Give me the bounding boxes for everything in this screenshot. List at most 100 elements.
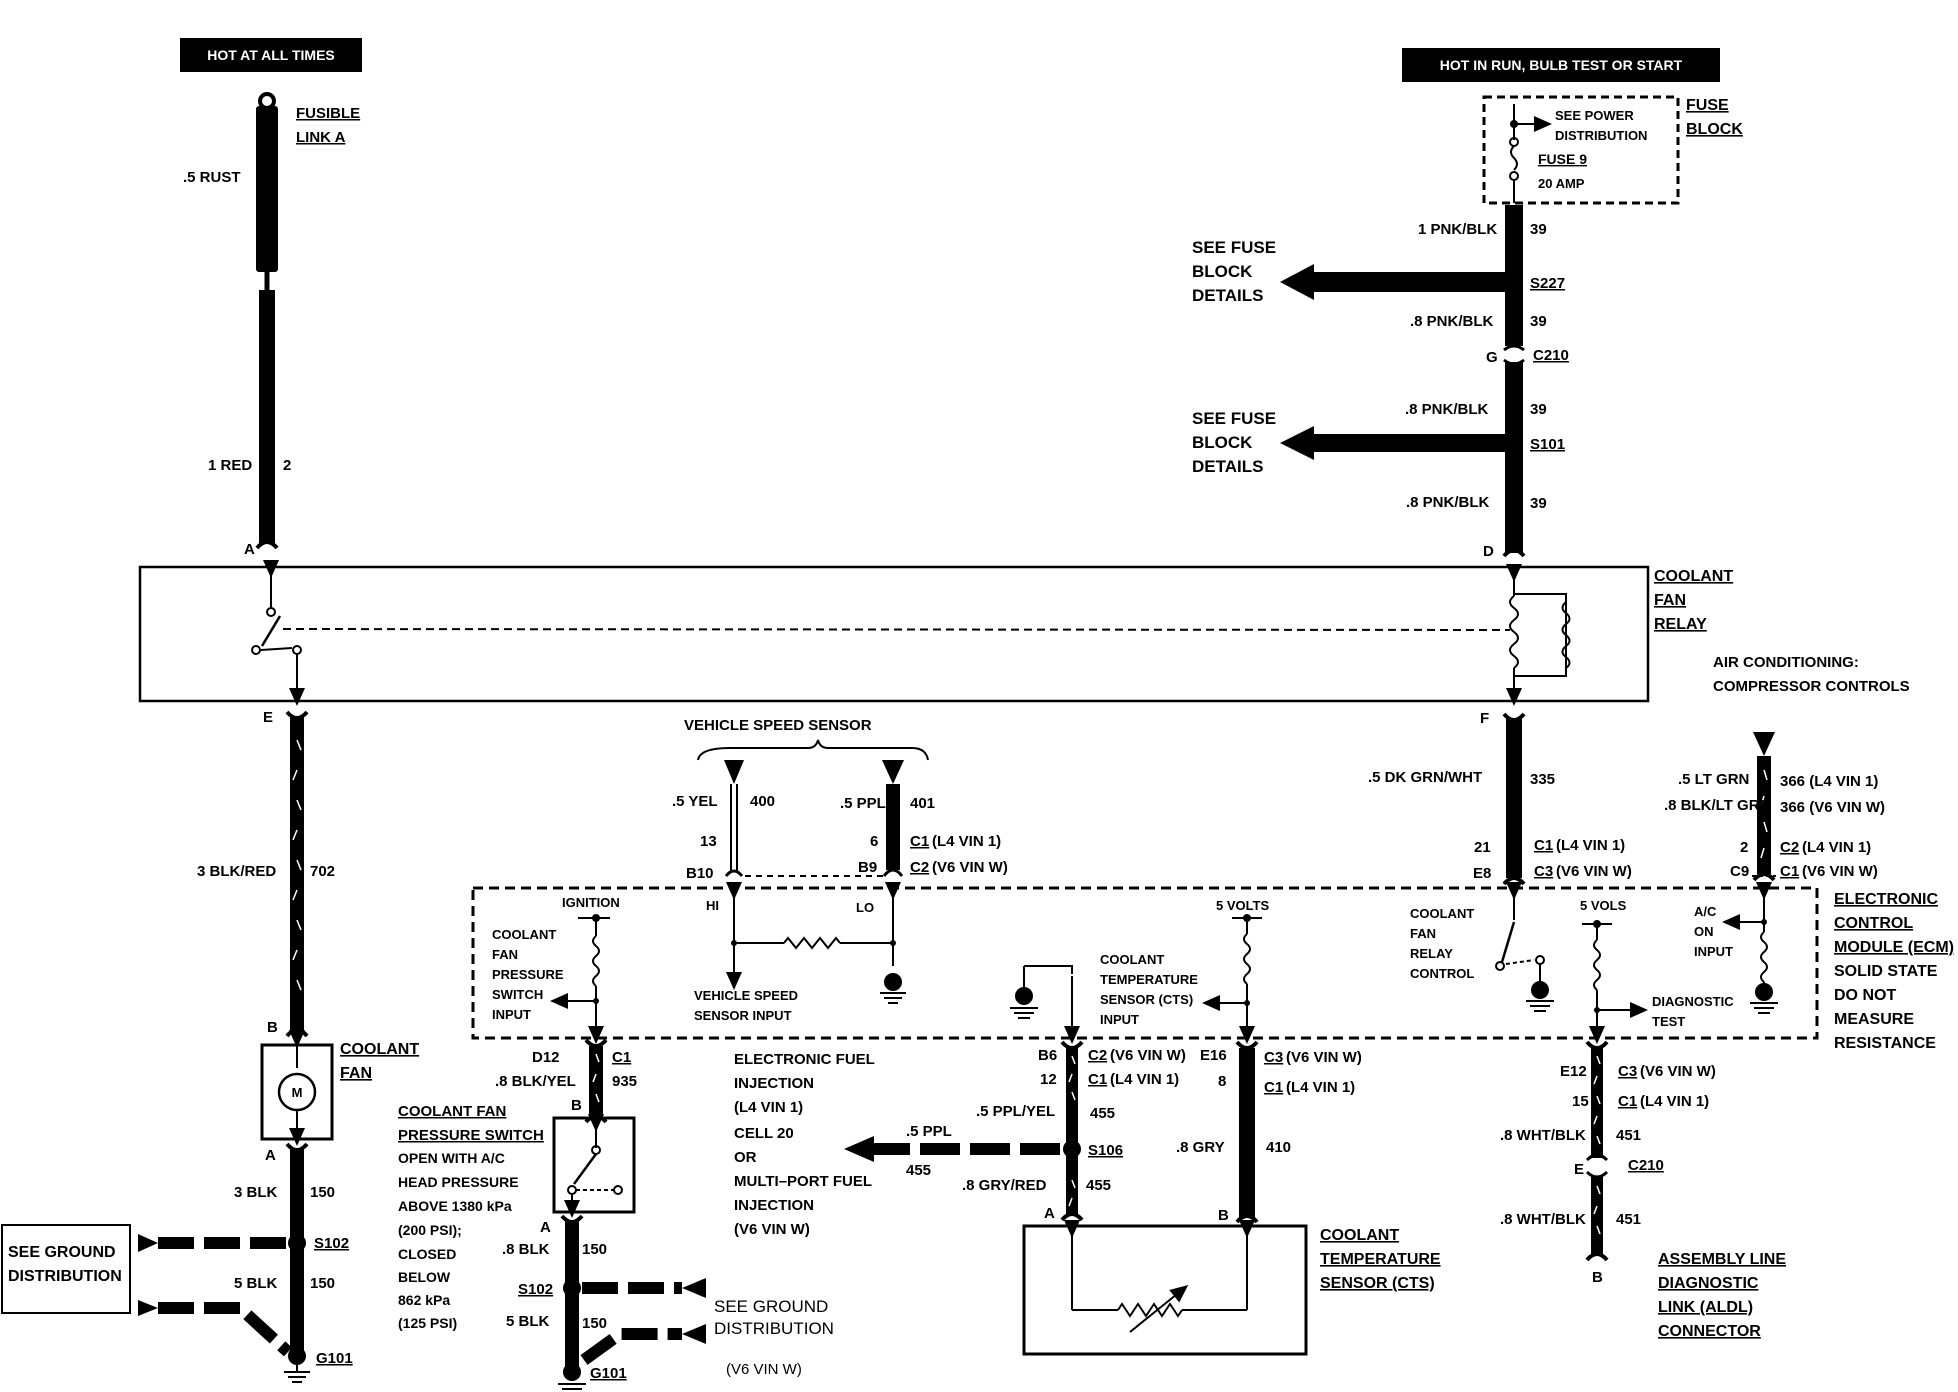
wire-blk-yel [589,1046,603,1116]
relay-pin-d: D [1483,543,1494,560]
cts-input-2: TEMPERATURE [1100,972,1198,987]
vss-title: VEHICLE SPEED SENSOR [684,717,872,734]
vss-input-1: VEHICLE SPEED [694,988,798,1003]
ac-on-3: INPUT [1694,944,1733,959]
efi-5: OR [734,1149,757,1166]
ecm-label-3: MODULE (ECM) [1834,939,1954,956]
cts-input-4: INPUT [1100,1012,1139,1027]
ecm-5-volts: 5 VOLTS [1216,898,1270,913]
ecm-bottom-c2-note: (V6 VIN W) [1110,1047,1186,1064]
relay-label-2: FAN [1654,592,1686,609]
wire-label-pnk1: 1 PNK/BLK [1418,221,1497,238]
relay-coil [1506,564,1571,706]
efi-7: INJECTION [734,1197,814,1214]
efi-6: MULTI–PORT FUEL [734,1173,872,1190]
wire-label-blk3: 3 BLK [234,1184,278,1201]
ecm-bottom-c1d: C1 [1618,1093,1637,1110]
cfps-pin-b: B [571,1097,582,1114]
coolant-fan-label-2: FAN [340,1065,372,1082]
relay-control-3: RELAY [1410,946,1453,961]
cfps-input-1: COOLANT [492,927,556,942]
cfps-desc-3: ABOVE 1380 kPa [398,1198,512,1214]
ecm-bottom-c3-note: (V6 VIN W) [1286,1049,1362,1066]
connector-c210: C210 [1533,347,1569,364]
ecm-label-4: SOLID STATE [1834,963,1938,980]
cfps-desc-7: 862 kPa [398,1292,450,1308]
see-fuse-2-line2: BLOCK [1192,433,1253,452]
cts-connector-a-mark [1060,1212,1084,1222]
wire-number-pnk3: 39 [1530,401,1547,418]
ecm-vss-circuit [726,882,906,1004]
wire-number-dkgrn: 335 [1530,771,1555,788]
relay-pin-e: E [263,709,273,726]
wire-number-whtblk2: 451 [1616,1211,1641,1228]
ground-g101b: G101 [590,1365,627,1382]
ecm-ignition: IGNITION [562,895,620,910]
header-hot-in-run: HOT IN RUN, BULB TEST OR START [1402,48,1720,82]
ecm-bottom-c2: C2 [1088,1047,1107,1064]
aldl-label-1: ASSEMBLY LINE [1658,1251,1786,1268]
connector-c210-mark [1498,344,1530,366]
wire-number-pnk2: 39 [1530,313,1547,330]
aldl-label-3: LINK (ALDL) [1658,1299,1753,1316]
cts-connector-b-mark [1235,1214,1259,1224]
cfps-desc-4: (200 PSI); [398,1222,462,1238]
ecm-top-c1b: C1 [1780,863,1799,880]
wire-label-rust: .5 RUST [183,169,241,186]
wire-label-blkltgrn: .8 BLK/LT GRN [1664,797,1770,814]
splice-s227-dot [1505,273,1523,291]
ecm-top-c1-note: (L4 VIN 1) [1556,837,1625,854]
splice-s101-dot [1505,434,1523,452]
ecm-bottom-c3: C3 [1264,1049,1283,1066]
wire-label-blkred: 3 BLK/RED [197,863,276,880]
wire-ppl-yel [1066,1048,1078,1216]
ecm-diag-circuit [1582,920,1648,1044]
cts-pin-a: A [1044,1205,1055,1222]
ecm-bottom-c1c-note: (L4 VIN 1) [1286,1079,1355,1096]
efi-3: (L4 VIN 1) [734,1099,803,1116]
relay-pin-f: F [1480,710,1489,727]
cts-input-3: SENSOR (CTS) [1100,992,1193,1007]
wire-number-blk5b: 150 [582,1315,607,1332]
fuse-see-power: SEE POWER [1555,108,1634,123]
connector-e16-mark [1235,1040,1259,1050]
relay-label-3: RELAY [1654,616,1707,633]
wire-label-pnk2: .8 PNK/BLK [1410,313,1494,330]
ecm-pin-21: 21 [1474,839,1491,856]
diag-1: DIAGNOSTIC [1652,994,1734,1009]
ecm-label-7: RESISTANCE [1834,1035,1936,1052]
wire-wht-blk-2-stripes [1593,1185,1601,1235]
ecm-pin-2: 2 [1740,839,1748,856]
ecm-top-c1b-note: (V6 VIN W) [1802,863,1878,880]
wire-label-yel: .5 YEL [672,793,718,810]
wire-label-pplyel: .5 PPL/YEL [976,1103,1055,1120]
ecm-pin-b6: B6 [1038,1047,1057,1064]
wire-wht-blk-1-stripes [1593,1055,1601,1145]
wire-number-pnk1: 39 [1530,221,1547,238]
wire-number-gry: 410 [1266,1139,1291,1156]
see-fuse-1-line1: SEE FUSE [1192,238,1276,257]
header-hot-all-times: HOT AT ALL TIMES [180,38,362,72]
cfps-input-4: SWITCH [492,987,543,1002]
relay-control-2: FAN [1410,926,1436,941]
wire-number-ppl: 401 [910,795,935,812]
ecm-label-1: ELECTRONIC [1834,891,1938,908]
see-ground-box [1,1224,131,1314]
wire-number-blk3: 150 [310,1184,335,1201]
cfps-desc-8: (125 PSI) [398,1315,457,1331]
splice-s102-dot [288,1234,306,1252]
wire-label-red: 1 RED [208,457,252,474]
header-hot-all-times-text: HOT AT ALL TIMES [207,47,335,63]
header-hot-in-run-text: HOT IN RUN, BULB TEST OR START [1440,57,1683,73]
ecm-5-vols: 5 VOLS [1580,898,1627,913]
wire-number-red: 2 [283,457,291,474]
wire-lt-grn [1753,732,1775,874]
connector-b6-mark [1060,1040,1084,1050]
cfps-pin-a: A [540,1219,551,1236]
motor-m-symbol: M [292,1085,303,1100]
splice-s102b: S102 [518,1281,553,1298]
splice-s101: S101 [1530,436,1565,453]
connector-e12-mark [1585,1040,1609,1050]
see-ground-left-1: SEE GROUND [8,1244,116,1261]
